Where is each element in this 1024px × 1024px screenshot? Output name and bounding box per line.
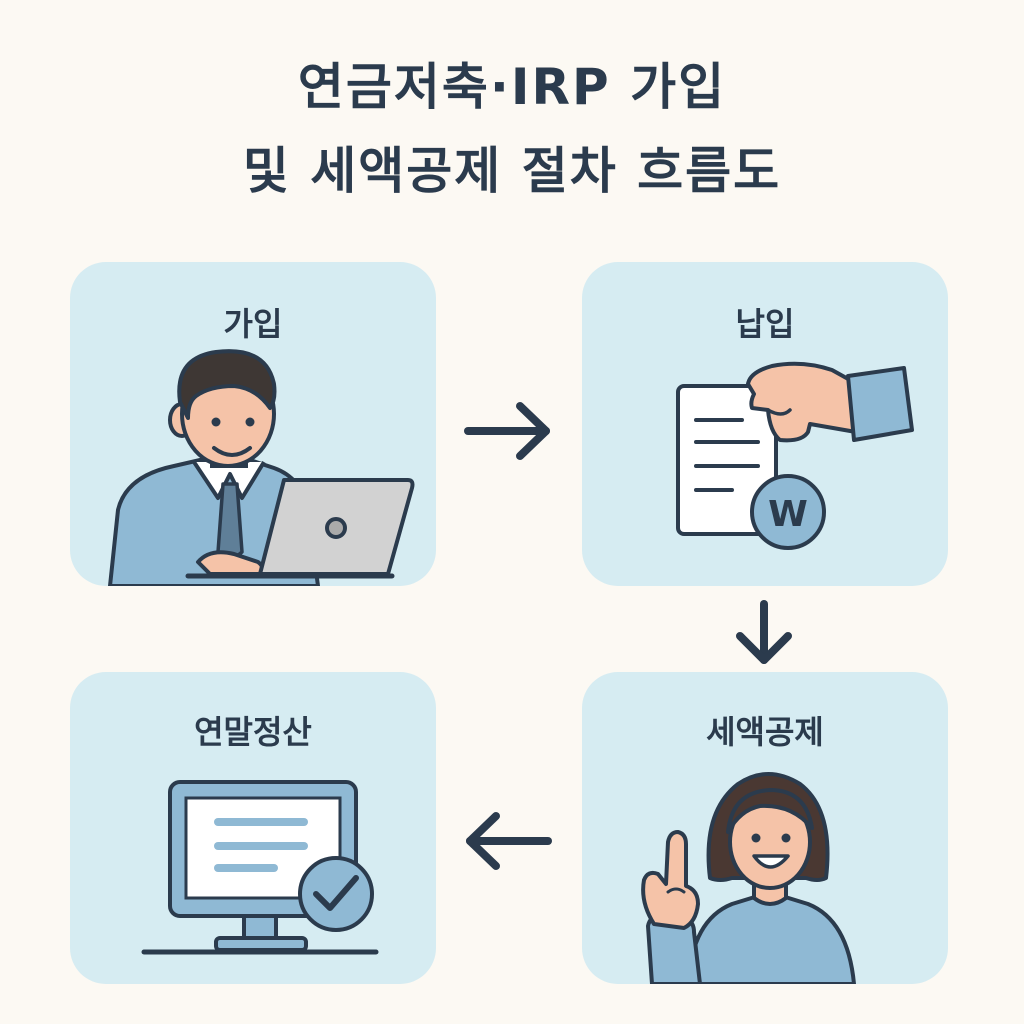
hand-document-coin-icon: W [676, 361, 914, 550]
woman-pointing-icon [641, 772, 856, 984]
title-line-2: 및 세액공제 절차 흐름도 [242, 142, 782, 200]
coin-letter: W [768, 494, 808, 535]
arrow-left-icon [466, 812, 552, 870]
step-label-join: 가입 [223, 305, 283, 343]
step-card-year-end-settlement: 연말정산 [70, 672, 436, 984]
monitor-check-icon [141, 780, 379, 955]
man-laptop-icon [108, 349, 415, 586]
step-card-payment: 납입 W [582, 262, 948, 586]
step-label-year-end-settlement: 연말정산 [194, 713, 312, 751]
step-label-payment: 납입 [735, 305, 795, 343]
title-line-1: 연금저축·IRP 가입 [297, 58, 727, 116]
step-label-tax-credit: 세액공제 [706, 713, 824, 751]
step-card-tax-credit: 세액공제 [582, 672, 948, 984]
arrow-down-icon [736, 600, 792, 664]
arrow-right-icon [464, 402, 550, 460]
step-card-join: 가입 [70, 262, 436, 586]
